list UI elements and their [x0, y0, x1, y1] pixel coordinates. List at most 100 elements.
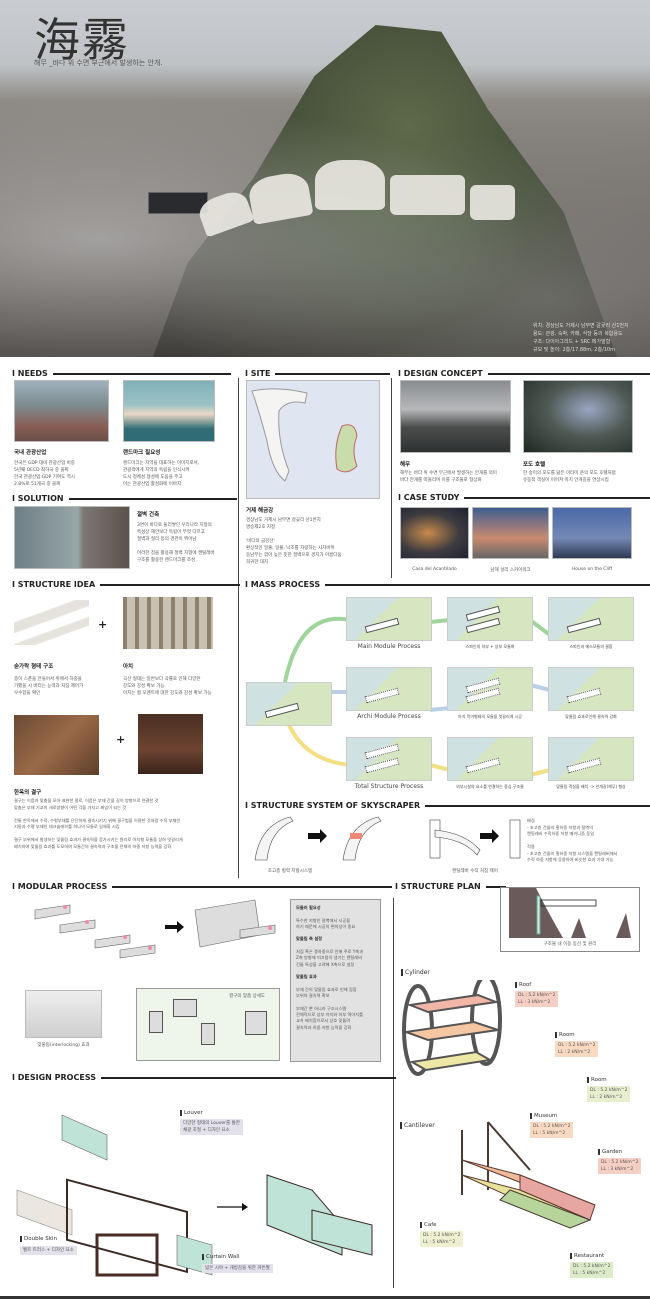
joint-piece [149, 1011, 163, 1033]
idea-title: 아치 [123, 664, 134, 670]
joint-title: 한옥의 결구 [14, 790, 42, 796]
text: 강도와 강성 확보 가능 [123, 684, 165, 689]
text: 결구는 이음과 맞춤을 모아 표현한 말로, 이음은 부재 간을 길이 방향으로… [14, 798, 159, 803]
text: 결속력과 하중 저항 능력을 강화 [296, 1024, 352, 1030]
text: 종이 스푼을 만들어서 위에서 하중을 [14, 677, 82, 682]
load-label: Roof [515, 982, 531, 988]
text: 구조를 활용한 랜드마크를 조성 [137, 558, 196, 563]
text [137, 543, 215, 550]
text: 건물 특성을 고려해 X축으로 설정 [296, 961, 355, 967]
load-label: Room [555, 1032, 575, 1038]
info-location: 위치: 경상남도 거제시 남부면 갈곶리 산1번지 [533, 323, 629, 329]
text: 도시 정체성 형성에 도움을 주고 [123, 475, 183, 480]
load-ll: LL : 2 kN/m^2 [558, 1050, 591, 1055]
step-label: 외부시설의 요소를 연결하는 중심 구조물 [456, 784, 524, 789]
cylinder-structure-diagram [402, 980, 502, 1076]
opera-house-photo [123, 380, 215, 442]
cliff-building-photo [14, 506, 130, 569]
joint-detail-caption: 결구의 맞춤 상세도 [229, 994, 265, 999]
case-caption: Casa del Acantilado [412, 567, 457, 572]
load-dl: DL : 5.2 kN/m^2 [518, 993, 556, 998]
needs-tourism-title: 국내 관광산업 [14, 450, 47, 456]
text: 수직 하중 저항에 응용하여 비슷한 효과 기대 가능 [527, 857, 614, 862]
paper-spoon-photo [14, 600, 89, 645]
concept-title: 포도 호텔 [523, 462, 546, 468]
text: 다양한 형태의 Louver를 통한 [183, 1121, 240, 1126]
louver-label: Louver [180, 1110, 203, 1116]
text: 아치는 휨 모멘트에 대한 강도와 강성 확보 가능 [123, 691, 212, 696]
joint-assembled [245, 1011, 267, 1035]
needs-header: I NEEDS [12, 369, 231, 378]
cliff-section-icon [509, 888, 631, 943]
dovetail-joint-photo [138, 714, 203, 774]
text: 한 송이의 포도를 닮은 이타미 준의 포도 호텔처럼 [523, 471, 616, 476]
bottom-border [0, 1296, 650, 1299]
text: 해무는 바다 위 수면 부근에서 발생하는 안개를 의미 [400, 471, 497, 476]
load-ll: LL : 5 kN/m^2 [423, 1240, 456, 1245]
skyscraper-diagrams [254, 816, 521, 861]
text: 유동적 객실이 이어져 마치 안개길을 연상시킴 [523, 478, 609, 483]
double-skin-label: Double Skin [20, 1236, 57, 1242]
mass-step [548, 737, 634, 781]
text: - 초고층 건물의 횡하중 저항과 절벽의 [527, 824, 593, 830]
load-ll: LL : 3 kN/m^2 [518, 1000, 551, 1005]
info-structure: 구조: 다이아그리드 + SRC 메가발함 [533, 339, 611, 345]
total-structure-label: Total Structure Process [354, 783, 424, 790]
modular-process-header: I MODULAR PROCESS [12, 882, 393, 891]
site-bullet: '바다의 금강산' [246, 539, 275, 544]
exploded-axonometric [16, 1114, 373, 1277]
project-info: 위치: 경상남도 거제시 남부면 갈곶리 산1번지 용도: 관광, 숙박, 카페… [533, 322, 629, 354]
load-dl: DL : 5.2 kN/m^2 [573, 1264, 611, 1269]
step-label: 스파인의 하부 + 상부 모듈화 [465, 644, 515, 649]
load-values: DL : 5.2 kN/m^2 LL : 2 kN/m^2 [555, 1041, 599, 1057]
note-title: 배경 [527, 818, 535, 823]
solution-header: I SOLUTION [12, 494, 237, 503]
load-ll: LL : 5 kN/m^2 [573, 1271, 606, 1276]
sea-fog-photo [400, 380, 511, 453]
case-study-header: I CASE STUDY [398, 493, 650, 502]
site-bullet: 희귀한 대지 [246, 560, 269, 565]
note-title: 맞물림 효과 [296, 974, 317, 980]
divider [391, 378, 392, 578]
text: 전통 한옥에서 수직, 수평부재를 단단하게 결속시키기 위해 결구법을 이용한… [14, 817, 181, 823]
case-photo-skywalk [472, 507, 549, 559]
site-bullet: 경상남도 거제시 남부면 갈곶리 산1번지 [246, 518, 321, 523]
concept-title: 해무 [400, 462, 411, 468]
text: 이는 관광산업 활성화에 이바지 [123, 482, 182, 487]
aqueduct-photo [123, 597, 213, 649]
load-label: Restaurant [570, 1253, 604, 1259]
structure-plan-header: I STRUCTURE PLAN [395, 882, 506, 891]
text: 벨트 트러스 + 디자인 요소 [23, 1248, 74, 1253]
text: Z축 방향에 미끄럼이 생기는 캔틸레버 [296, 955, 362, 961]
text: 채광 조절 + 디자인 요소 [183, 1128, 230, 1133]
step-label: 스파인과 메스모듈의 결합 [569, 644, 613, 649]
mass-step [346, 737, 432, 781]
mass-step-initial [246, 682, 332, 726]
mass-process-header: I MASS PROCESS [245, 580, 650, 589]
mass-step [548, 667, 634, 711]
load-label: Cafe [420, 1222, 437, 1228]
load-dl: DL : 5.2 kN/m^2 [558, 1043, 596, 1048]
text: 한국은 GDP 대비 관광산업 비중 [14, 461, 75, 466]
text: 기둥과 수평 부재인 데크슬래브를 하나의 모듈로 일체화 시킴 [14, 824, 120, 829]
interlocking-detail [25, 990, 102, 1038]
text: 절벽과 절리 등의 경관이 뛰어남 [137, 537, 197, 542]
case-photo-acantilado [400, 507, 469, 559]
spacer [246, 531, 342, 538]
podo-hotel-photo [523, 380, 633, 453]
load-dl: DL : 5.2 kN/m^2 [423, 1233, 461, 1238]
mass-step [447, 737, 533, 781]
load-values: DL : 5.2 kN/m^2 LL : 3 kN/m^2 [515, 991, 559, 1007]
ribbon-module [315, 160, 385, 210]
site-bullet: 명승제2호 지정 [246, 525, 276, 530]
text: 처짐 혹은 풍하중으로 인해 주로 Y축과 [296, 949, 364, 955]
text: 5년째 OECD 최하국 중 꼴찌 [14, 468, 69, 473]
double-skin-note: 벨트 트러스 + 디자인 요소 [20, 1246, 77, 1255]
mass-step [447, 597, 533, 641]
note-title: 모듈러 필요성 [296, 905, 321, 910]
load-dl: DL : 5.2 kN/m^2 [590, 1088, 628, 1093]
wood-joint-photo [14, 715, 99, 775]
text: 하기 때문에 시공의 편의성이 중요 [296, 923, 356, 929]
